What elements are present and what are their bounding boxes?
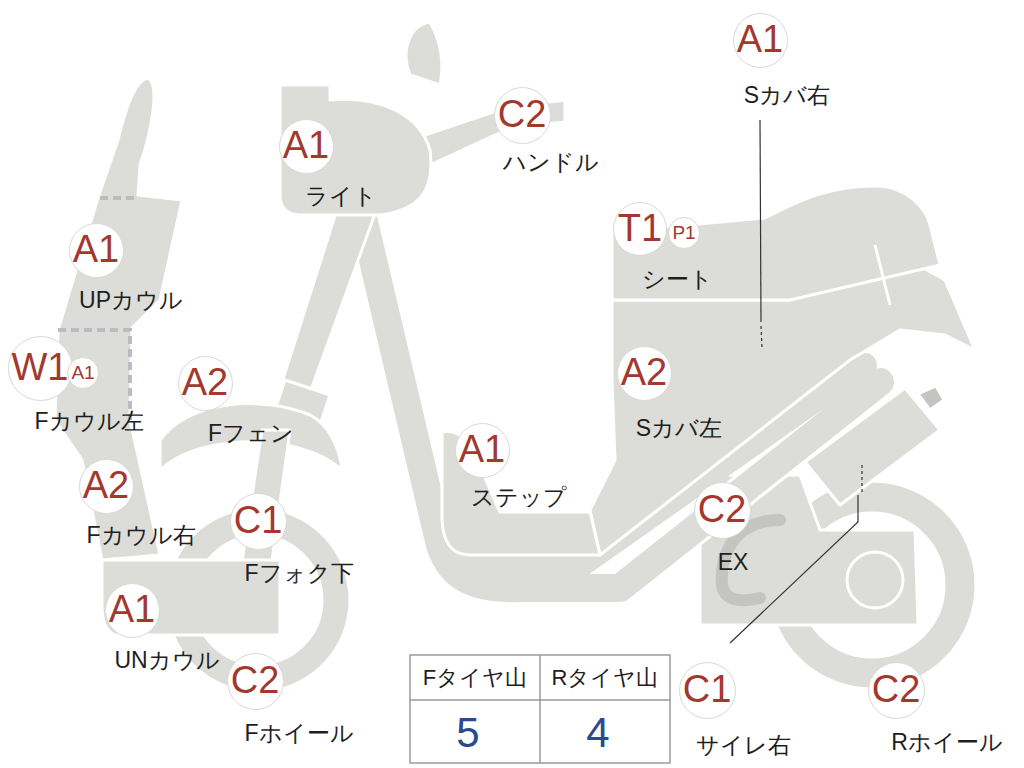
tire-table — [410, 655, 670, 763]
callout-circle: A1UNカウル — [105, 583, 160, 638]
callout-code: A1 — [737, 20, 783, 58]
part-name: Fフェン — [208, 421, 294, 446]
callout-code: A1 — [109, 590, 155, 628]
callout-circle: A2Fカウル右 — [79, 459, 134, 514]
callout-circle: C2Fホイール — [227, 653, 284, 710]
callout-code: C2 — [498, 95, 547, 133]
table-cell: 4 — [586, 712, 609, 754]
callout-code: A2 — [182, 363, 228, 401]
part-name: Fフォク下 — [244, 561, 353, 586]
callout-circle: A2Fフェン — [178, 356, 233, 411]
part-name: UNカウル — [114, 648, 219, 673]
callout-code: W1 — [12, 348, 69, 386]
callout-code: C2 — [698, 490, 747, 528]
part-name: サイレ右 — [696, 733, 791, 758]
part-name: Fカウル右 — [86, 523, 195, 548]
callout-circle: A2Sカバ左 — [617, 346, 672, 401]
callout-circle: C1サイレ右 — [679, 662, 736, 719]
callout-code: C2 — [872, 670, 921, 708]
table-cell: 5 — [456, 712, 479, 754]
part-name: Fカウル左 — [34, 409, 143, 434]
callout-code: C2 — [231, 661, 280, 699]
callout-circle: C2EX — [694, 482, 751, 539]
callout-circle: C1Fフォク下 — [230, 493, 287, 550]
part-name: EX — [718, 550, 749, 575]
callout-code: A1 — [71, 363, 94, 382]
callout-circle: A1ステップ — [455, 423, 510, 478]
callout-circle: A1UPカウル — [69, 223, 124, 278]
callout-code: A1 — [283, 126, 329, 164]
part-name: Fホイール — [244, 721, 353, 746]
part-name: ステップ — [471, 485, 567, 510]
table-cell: Fタイヤ山 — [423, 667, 527, 689]
part-name: シート — [642, 267, 713, 292]
part-name: Sカバ右 — [744, 83, 830, 108]
callout-code: C1 — [234, 501, 283, 539]
callout-code: T1 — [618, 209, 662, 247]
callout-circle: T1シート — [613, 202, 667, 256]
callout-circle: A1 — [67, 357, 99, 389]
callout-code: A2 — [83, 466, 129, 504]
callout-code: A1 — [73, 230, 119, 268]
part-name: UPカウル — [79, 288, 183, 313]
part-name: Rホイール — [891, 730, 1003, 755]
callout-circle: P1 — [668, 217, 700, 249]
callout-code: A1 — [459, 430, 505, 468]
callout-circle: A1Sカバ右 — [733, 13, 788, 68]
callout-code: A2 — [621, 353, 667, 391]
callout-circle: A1ライト — [279, 119, 334, 174]
table-cell: Rタイヤ山 — [552, 667, 659, 689]
callout-code: C1 — [683, 670, 732, 708]
callout-circle: W1Fカウル左 — [8, 336, 73, 401]
part-name: ハンドル — [503, 150, 599, 175]
part-name: Sカバ左 — [636, 416, 722, 441]
callout-circle: C2ハンドル — [494, 87, 551, 144]
part-name: ライト — [305, 184, 377, 209]
callout-circle: C2Rホイール — [868, 662, 925, 719]
callout-code: P1 — [672, 223, 695, 242]
